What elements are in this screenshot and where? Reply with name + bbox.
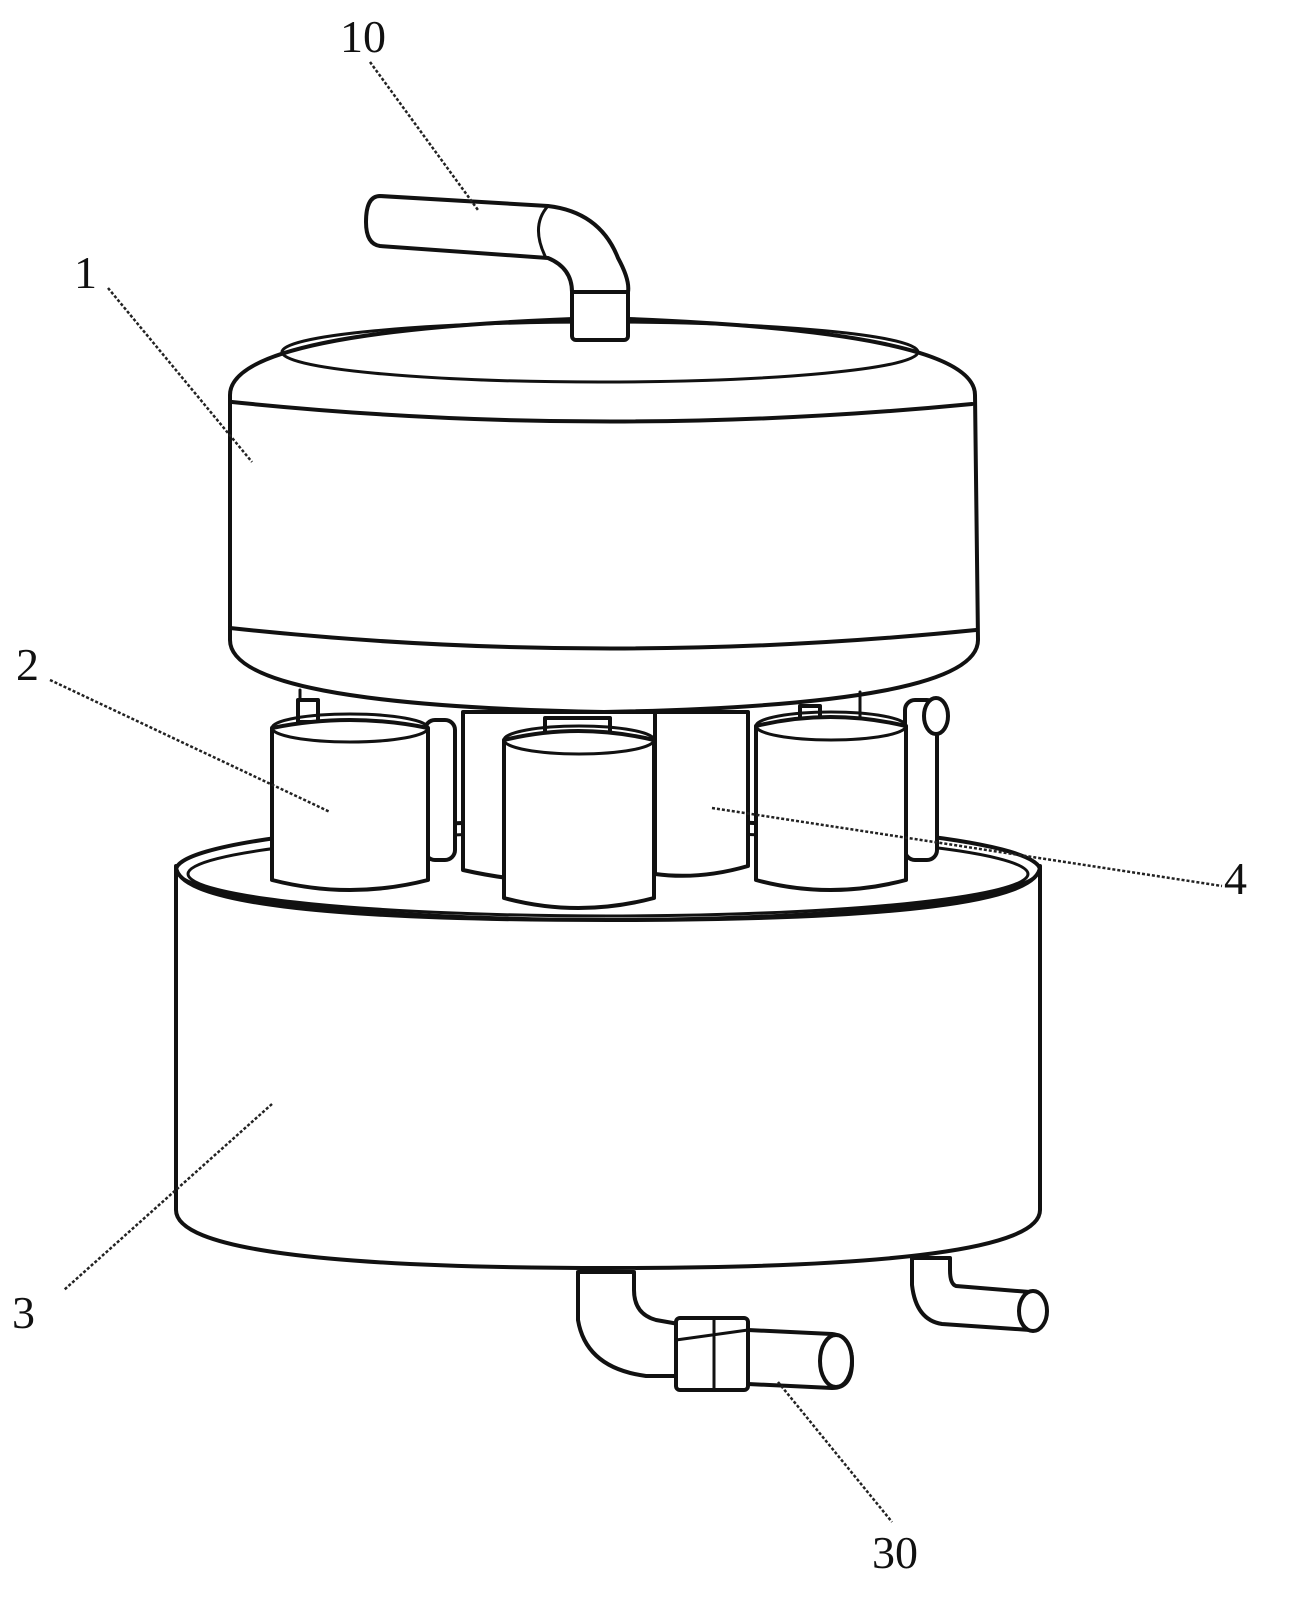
leader-4 (711, 806, 1223, 888)
cylinder-2-center (502, 716, 656, 910)
leader-30 (777, 1381, 893, 1523)
label-30: 30 (872, 1527, 918, 1578)
label-2: 2 (16, 639, 39, 690)
leader-1 (107, 287, 253, 463)
rear-outlet-pipe (910, 1256, 1049, 1333)
label-10: 10 (340, 11, 386, 62)
label-4: 4 (1224, 853, 1247, 904)
right-back-post (903, 696, 950, 862)
cylinder-2-right (754, 704, 908, 892)
inlet-pipe-10 (364, 194, 631, 342)
lower-body-3 (174, 864, 1042, 1270)
leader-10 (368, 61, 480, 211)
leader-2 (49, 678, 331, 814)
leader-3 (63, 1103, 273, 1291)
cylinder-2-left (270, 698, 430, 892)
label-3: 3 (12, 1287, 35, 1338)
upper-tank-1 (228, 316, 980, 722)
label-1: 1 (74, 247, 97, 298)
outlet-pipe-30 (576, 1270, 854, 1392)
leader-lines (49, 61, 1223, 1523)
